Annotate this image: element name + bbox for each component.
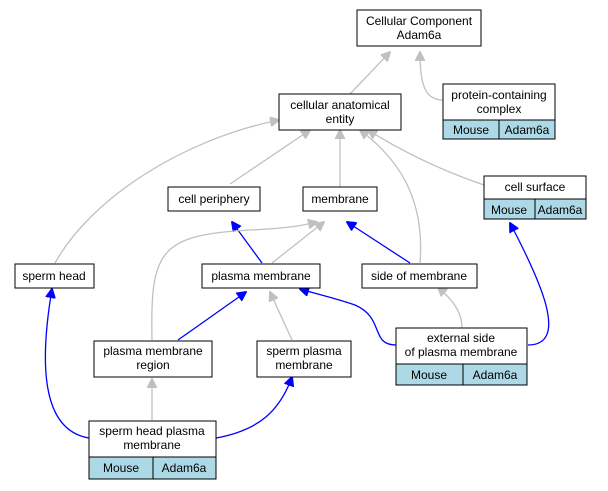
annotation-gene: Adam6a: [538, 203, 583, 217]
node-label-line: external side: [427, 331, 495, 345]
annotation-gene: Adam6a: [162, 461, 207, 475]
annotation-species: Mouse: [453, 123, 489, 137]
edge-is-a-cae-to-cellular-component: [349, 52, 390, 95]
annotation-gene: Adam6a: [473, 368, 518, 382]
annotation-gene-cell: [534, 198, 587, 220]
edge-part-of-side-of-membrane-to-membrane: [347, 222, 411, 264]
node-plasma-membrane[interactable]: plasma membrane: [201, 263, 321, 289]
node-label-line: entity: [326, 112, 355, 126]
node-label-line: sperm head: [22, 269, 85, 283]
node-label-line: sperm plasma: [266, 344, 342, 358]
node-sperm-head-plasma-membrane[interactable]: sperm head plasma membrane Mouse Adam6a: [88, 420, 217, 480]
edge-part-of-external-side-to-plasma-membrane: [300, 289, 397, 346]
edge-is-a-shpm-to-sperm-pm: [215, 377, 292, 439]
node-sperm-head[interactable]: sperm head: [14, 263, 95, 289]
edge-is-a-side-of-membrane-to-cae: [360, 130, 422, 264]
annotation-species: Mouse: [491, 203, 527, 217]
annotation-gene: Adam6a: [505, 123, 550, 137]
node-label-line: sperm head plasma: [99, 424, 205, 438]
node-label-line: protein-containing: [451, 88, 546, 102]
annotation-species: Mouse: [411, 368, 447, 382]
node-label-line: region: [136, 358, 169, 372]
node-label-line: complex: [477, 102, 522, 116]
annotation-gene-cell: [152, 456, 217, 480]
node-label-line: cell periphery: [178, 192, 249, 206]
edge-is-a-sperm-head-to-cae: [54, 120, 279, 264]
edge-is-a-cell-surface-to-cae: [368, 130, 485, 186]
edge-part-of-pm-region-to-plasma-membrane: [177, 292, 246, 341]
node-label-line: membrane: [311, 192, 369, 206]
node-label-line: Adam6a: [397, 28, 442, 42]
annotation-species: Mouse: [103, 461, 139, 475]
node-label-line: Cellular Component: [366, 14, 473, 28]
node-cell-periphery[interactable]: cell periphery: [167, 186, 261, 212]
node-cell-surface[interactable]: cell surface Mouse Adam6a: [483, 175, 587, 220]
edge-is-a-pcc-to-cellular-component: [420, 52, 444, 101]
annotation-gene-cell: [498, 119, 556, 140]
annotation-gene-cell: [462, 363, 528, 386]
node-side-of-membrane[interactable]: side of membrane: [361, 263, 478, 289]
node-cellular-component[interactable]: Cellular Component Adam6a: [356, 9, 482, 47]
node-membrane[interactable]: membrane: [302, 186, 378, 212]
edges: [44, 52, 550, 439]
node-label-line: plasma membrane: [103, 344, 203, 358]
node-label-line: cell surface: [505, 180, 566, 194]
node-sperm-plasma-membrane[interactable]: sperm plasma membrane: [256, 340, 352, 378]
node-external-side-of-plasma-membrane[interactable]: external side of plasma membrane Mouse A…: [395, 327, 528, 386]
edge-part-of-external-side-to-cell-surface: [510, 223, 550, 346]
edge-is-a-pm-region-to-membrane: [151, 222, 317, 341]
node-label-line: side of membrane: [371, 269, 467, 283]
edge-is-a-sperm-pm-to-plasma-membrane: [270, 292, 293, 341]
edge-part-of-shpm-to-sperm-head: [44, 289, 90, 439]
edge-is-a-external-side-to-side-of-membrane: [438, 287, 463, 329]
node-plasma-membrane-region[interactable]: plasma membrane region: [93, 340, 213, 378]
node-label-line: plasma membrane: [211, 269, 311, 283]
node-label-line: membrane: [123, 438, 181, 452]
node-protein-containing-complex[interactable]: protein-containing complex Mouse Adam6a: [442, 83, 556, 140]
node-label-line: cellular anatomical: [290, 98, 389, 112]
edge-part-of-plasma-membrane-to-cell-periphery: [232, 222, 263, 264]
edge-is-a-cell-periphery-to-cae: [229, 130, 310, 185]
node-label-line: of plasma membrane: [405, 345, 518, 359]
node-label-line: membrane: [275, 358, 333, 372]
node-cellular-anatomical-entity[interactable]: cellular anatomical entity: [278, 93, 402, 131]
